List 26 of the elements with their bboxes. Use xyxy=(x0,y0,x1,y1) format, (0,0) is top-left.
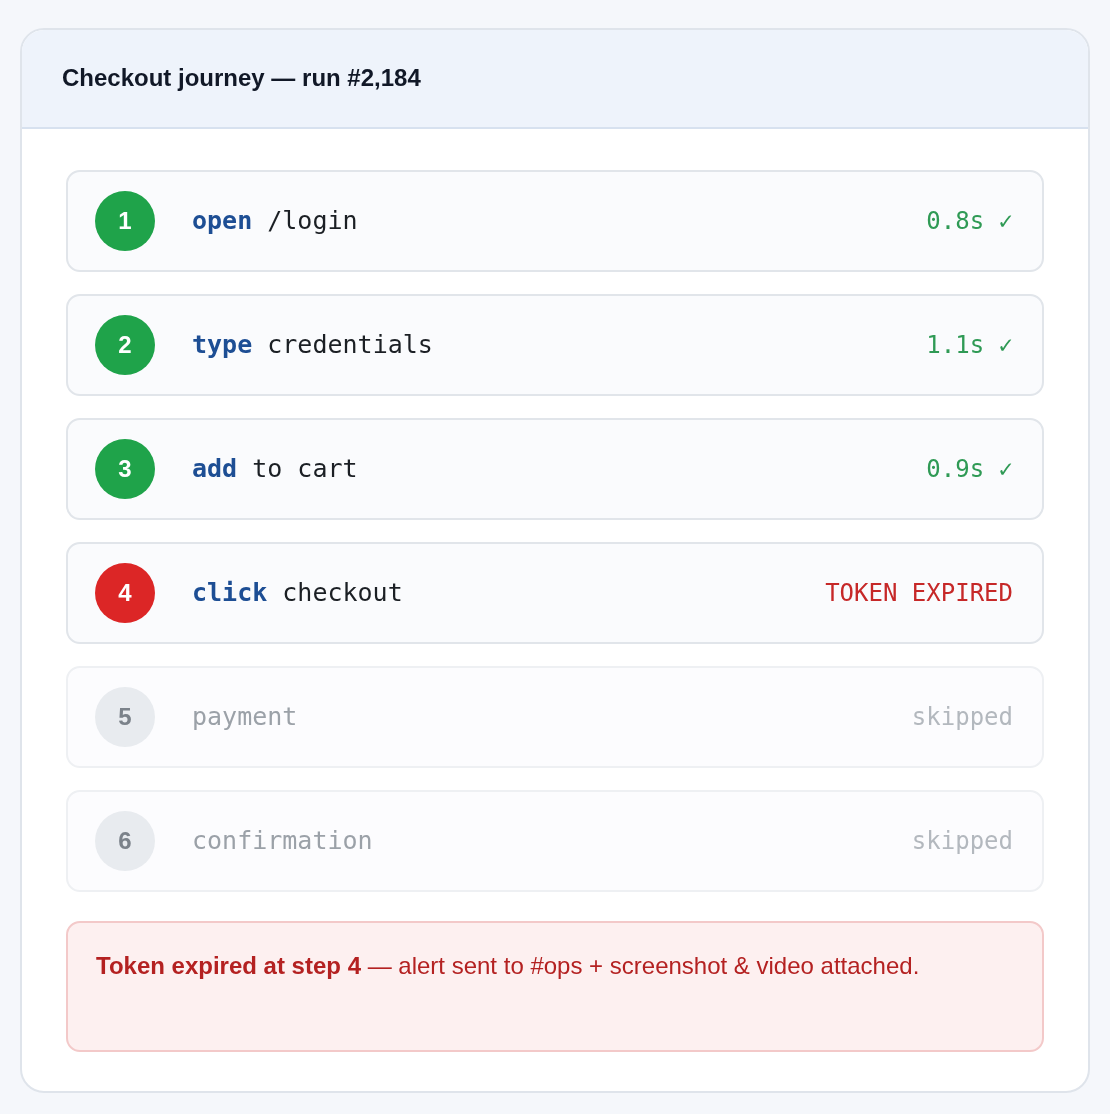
step-command: confirmation xyxy=(192,825,373,857)
step-command: add to cart xyxy=(192,453,358,485)
step-number: 2 xyxy=(95,315,155,375)
step-number: 3 xyxy=(95,439,155,499)
step-row xyxy=(66,294,1044,396)
step-row xyxy=(66,542,1044,644)
step-status: 0.8s ✓ xyxy=(926,206,1013,237)
step-command: open /login xyxy=(192,205,358,237)
step-status: 1.1s ✓ xyxy=(926,330,1013,361)
step-status: TOKEN EXPIRED xyxy=(825,578,1013,609)
step-number: 6 xyxy=(95,811,155,871)
step-row xyxy=(66,418,1044,520)
step-status: skipped xyxy=(911,826,1013,857)
alert-banner xyxy=(66,921,1044,1052)
step-command: type credentials xyxy=(192,329,433,361)
journey-card xyxy=(20,28,1090,1093)
step-status: 0.9s ✓ xyxy=(926,454,1013,485)
step-number: 5 xyxy=(95,687,155,747)
step-number: 1 xyxy=(95,191,155,251)
alert-message: Token expired at step 4 — alert sent to #ops + screenshot & video attached. xyxy=(96,951,921,981)
step-command: payment xyxy=(192,701,298,733)
step-status: skipped xyxy=(911,702,1013,733)
card-title: Checkout journey — run #2,184 xyxy=(62,63,421,93)
step-number: 4 xyxy=(95,563,155,623)
step-row xyxy=(66,170,1044,272)
step-command: click checkout xyxy=(192,577,403,609)
